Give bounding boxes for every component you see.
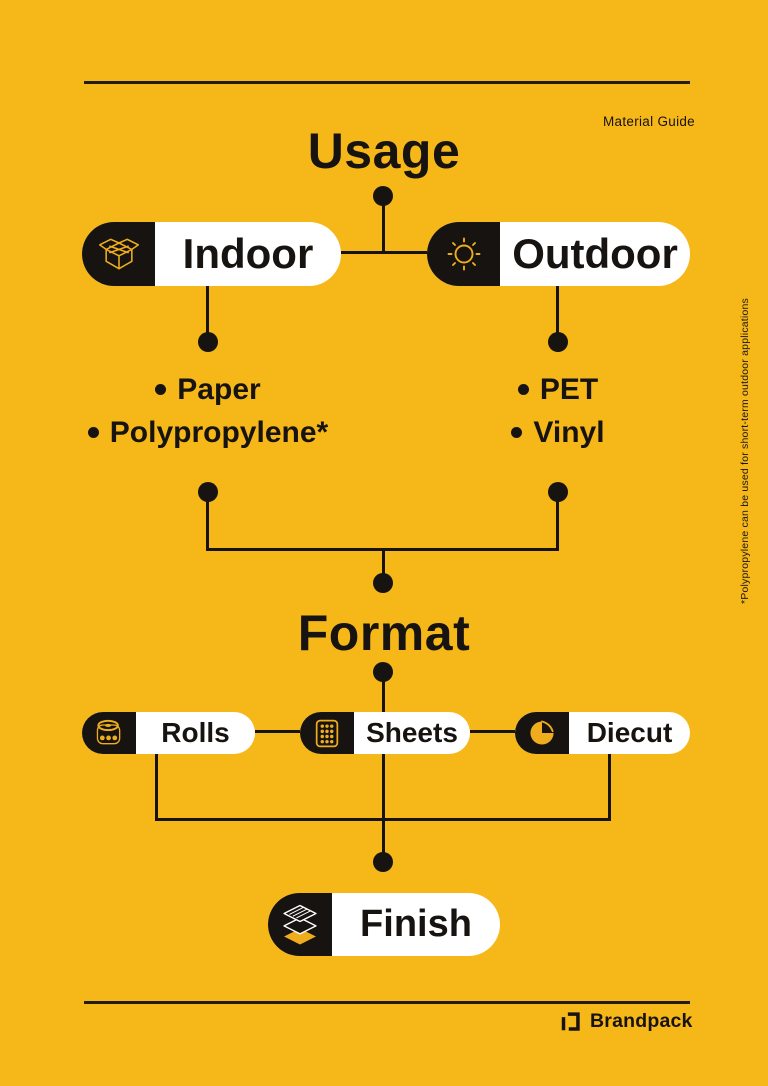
connector-diecut-down — [608, 753, 611, 821]
connector-sheets-diecut — [470, 730, 515, 733]
roll-icon — [82, 712, 136, 754]
indoor-node-dot — [198, 332, 218, 352]
diecut-label: Diecut — [586, 717, 673, 748]
connector-format-down — [382, 672, 385, 712]
material-label: Polypropylene* — [109, 416, 329, 449]
connector-merge-right — [556, 492, 559, 550]
layers-icon — [268, 893, 332, 956]
finish-label: Finish — [360, 903, 472, 945]
outdoor-label: Outdoor — [512, 230, 678, 277]
box-icon — [82, 222, 155, 286]
brandpack-mark-icon — [560, 1011, 581, 1032]
usage-node-dot — [373, 186, 393, 206]
connector-rolls-down — [155, 753, 158, 821]
footnote: *Polypropylene can be used for short-ter… — [739, 298, 751, 604]
bullet-dot — [511, 427, 523, 438]
sheets-pill: Sheets — [300, 712, 470, 754]
connector-indoor-down — [206, 286, 209, 342]
outdoor-pill: Outdoor — [427, 222, 690, 286]
sheets-icon — [300, 712, 354, 754]
material-label: Paper — [177, 373, 261, 406]
connector-usage-down — [382, 196, 385, 253]
finish-pill: Finish — [268, 893, 500, 956]
bullet-dot — [155, 384, 167, 395]
connector-outdoor-down — [556, 286, 559, 342]
format-title: Format — [297, 605, 471, 661]
rolls-label: Rolls — [161, 717, 230, 748]
list-item: Polypropylene* — [87, 411, 329, 454]
connector-sheets-down — [382, 753, 385, 863]
bullet-dot — [87, 427, 99, 438]
diecut-pill: Diecut — [515, 712, 690, 754]
format-top-dot — [373, 573, 393, 593]
connector-rolls-sheets — [255, 730, 300, 733]
connector-merge-left — [206, 492, 209, 550]
sun-icon — [427, 222, 500, 286]
material-label: Vinyl — [533, 416, 605, 449]
top-rule — [84, 81, 690, 84]
indoor-label: Indoor — [182, 230, 314, 277]
list-item: Vinyl — [511, 411, 605, 454]
tagline: Material Guide — [603, 114, 695, 129]
indoor-materials-list: Paper Polypropylene* — [38, 368, 378, 454]
list-item: Paper — [155, 368, 261, 411]
outdoor-materials-list: PET Vinyl — [426, 368, 690, 454]
rolls-pill: Rolls — [82, 712, 255, 754]
outdoor-node-dot — [548, 332, 568, 352]
bottom-rule — [84, 1001, 690, 1004]
brand-logo: Brandpack — [560, 1010, 693, 1033]
diecut-icon — [515, 712, 569, 754]
list-item: PET — [517, 368, 599, 411]
sheets-label: Sheets — [366, 717, 458, 748]
usage-title: Usage — [307, 123, 461, 179]
finish-node-dot — [373, 852, 393, 872]
connector-merge-center — [382, 548, 385, 583]
bullet-dot — [517, 384, 529, 395]
material-label: PET — [539, 373, 599, 406]
connector-format-merge — [155, 818, 611, 821]
brand-name: Brandpack — [590, 1010, 693, 1032]
connector-indoor-outdoor — [341, 251, 427, 254]
indoor-pill: Indoor — [82, 222, 341, 286]
